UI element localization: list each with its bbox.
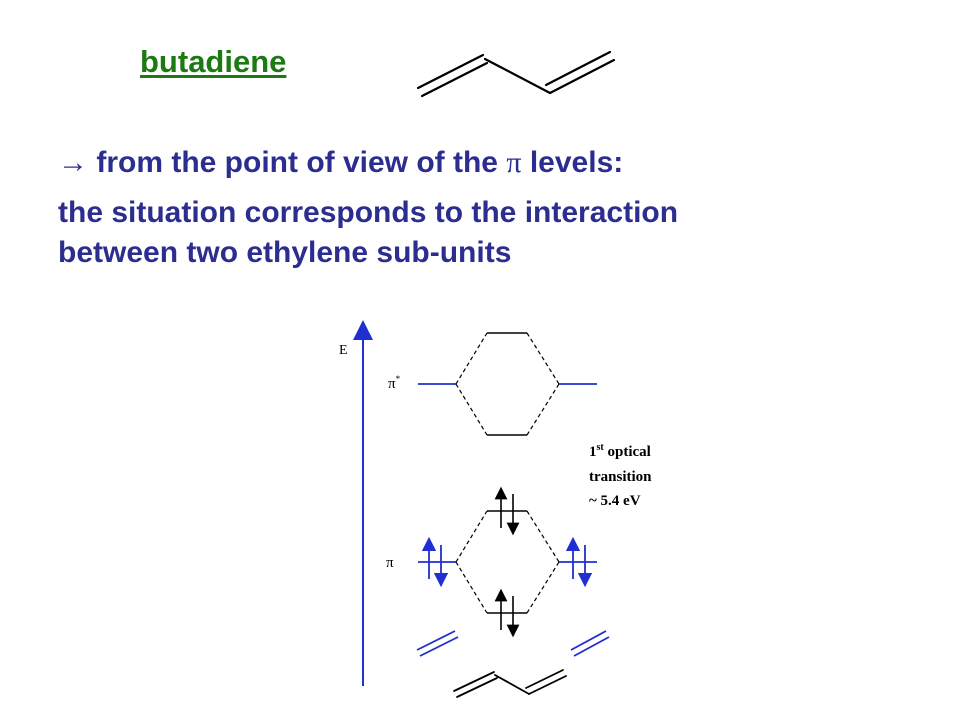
line1-tail: levels: bbox=[529, 146, 624, 179]
transition-note-line1: 1st optical bbox=[589, 442, 651, 460]
energy-axis-label: E bbox=[339, 343, 348, 358]
transition-note-line2: transition bbox=[589, 469, 652, 485]
correlation-lines-upper bbox=[455, 332, 560, 436]
text-line-ethylene: between two ethylene sub-units bbox=[58, 236, 512, 269]
pi-star-label: π* bbox=[388, 374, 401, 392]
correlation-lines-lower bbox=[455, 510, 560, 614]
line1-text: from the point of view of the bbox=[96, 146, 498, 179]
pi-electrons-right bbox=[565, 536, 593, 588]
text-line-situation: the situation corresponds to the interac… bbox=[58, 196, 679, 229]
mo-level-1-electrons bbox=[494, 588, 520, 638]
arrow-icon: → bbox=[58, 146, 88, 179]
mo-level-2-electrons bbox=[494, 486, 520, 536]
pi-label: π bbox=[386, 555, 394, 571]
ethylene-unit-right bbox=[570, 630, 610, 657]
pi-symbol: π bbox=[506, 146, 522, 179]
pi-electrons-left bbox=[421, 536, 449, 588]
transition-note-line3: ~ 5.4 eV bbox=[589, 493, 641, 509]
ethylene-unit-left bbox=[416, 630, 459, 657]
text-line-pi-levels: → from the point of view of the π levels… bbox=[58, 146, 623, 180]
molecule-title: butadiene bbox=[140, 44, 287, 79]
butadiene-structure-bottom bbox=[453, 669, 567, 698]
